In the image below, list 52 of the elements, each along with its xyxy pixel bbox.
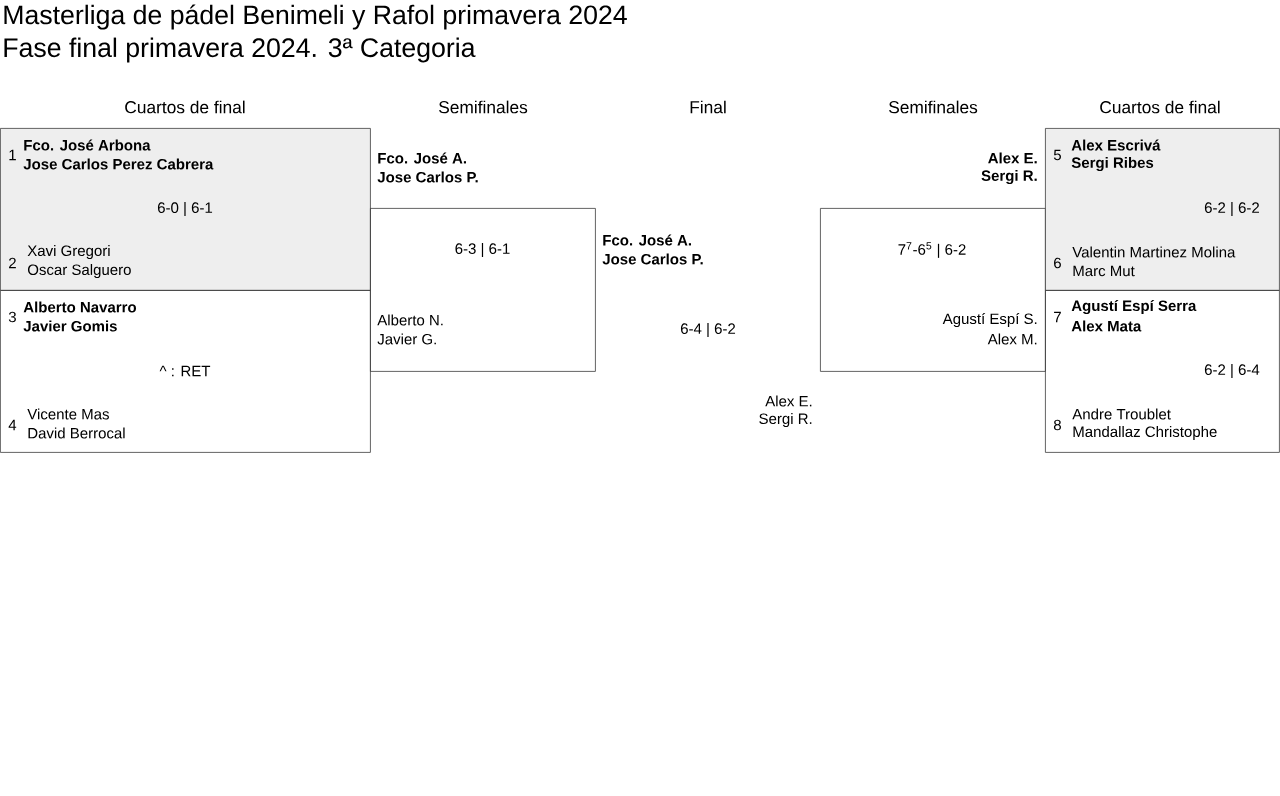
match-score: 6-4 | 6-2 — [680, 323, 736, 338]
player-name: Alex E. — [765, 395, 812, 407]
match-box — [1045, 290, 1280, 453]
player-name: Fco. José Arbona — [24, 139, 151, 151]
match-score: 6-3 | 6-1 — [455, 242, 510, 258]
player-name: Agustí Espí S. — [942, 312, 1037, 328]
player-name: Vicente Mas — [27, 408, 109, 420]
player-name: Alex Escrivá — [1071, 139, 1161, 151]
player-name: Xavi Gregori — [27, 245, 110, 259]
player-name: Alberto Navarro — [23, 301, 136, 313]
match-box — [0, 290, 371, 453]
player-name: Javier Gomis — [23, 320, 117, 332]
player-name: Javier G. — [377, 333, 436, 345]
seed-number: 6 — [1054, 257, 1061, 269]
player-name: Alex M. — [987, 333, 1037, 345]
match-box — [370, 152, 596, 372]
match-score: 6-0 | 6-1 — [157, 201, 213, 217]
match-score: 6-2 | 6-2 — [1204, 201, 1259, 217]
seed-number: 2 — [9, 257, 16, 269]
match-box — [820, 152, 1046, 372]
seed-number: 4 — [8, 419, 17, 431]
match-box — [0, 128, 371, 291]
player-name: David Berrocal — [28, 427, 125, 439]
player-name: Jose Carlos P. — [377, 171, 478, 183]
player-name: Sergi R. — [981, 169, 1037, 185]
player-name: Jose Carlos Perez Cabrera — [23, 158, 214, 170]
seed-number: 7 — [1054, 311, 1061, 323]
round-heading: Semifinales — [889, 100, 978, 114]
round-heading: Final — [690, 100, 726, 114]
match-score: 6-2 | 6-4 — [1204, 364, 1260, 379]
player-name: Oscar Salguero — [28, 264, 131, 278]
seed-number: 3 — [8, 311, 16, 323]
player-name: Alex Mata — [1071, 320, 1142, 332]
player-name: Valentin Martinez Molina — [1072, 246, 1236, 258]
player-name: Agustí Espí Serra — [1071, 299, 1197, 315]
match-score: 7$^{7}$-6$^{5}$ | 6-2 — [898, 242, 966, 258]
round-heading: Semifinales — [439, 100, 528, 114]
match-score: ^ : RET — [159, 365, 211, 377]
player-name: Alex E. — [988, 152, 1037, 164]
player-name: Alberto N. — [377, 314, 443, 326]
seed-number: 8 — [1053, 419, 1061, 431]
match-box — [1045, 128, 1280, 291]
player-name: Mandallaz Christophe — [1073, 426, 1217, 440]
player-name: Sergi R. — [759, 413, 812, 427]
seed-number: 5 — [1053, 149, 1061, 161]
player-name: Fco. José A. — [378, 152, 466, 164]
subtitle: Fase final primavera 2024. 3ª Categoria — [4, 37, 476, 63]
seed-number: 1 — [9, 149, 16, 161]
player-name: Marc Mut — [1073, 265, 1135, 277]
player-name: Sergi Ribes — [1071, 156, 1154, 172]
player-name: Andre Troublet — [1072, 408, 1171, 420]
title: Masterliga de pádel Benimeli y Rafol primavera 2024 — [4, 4, 627, 30]
